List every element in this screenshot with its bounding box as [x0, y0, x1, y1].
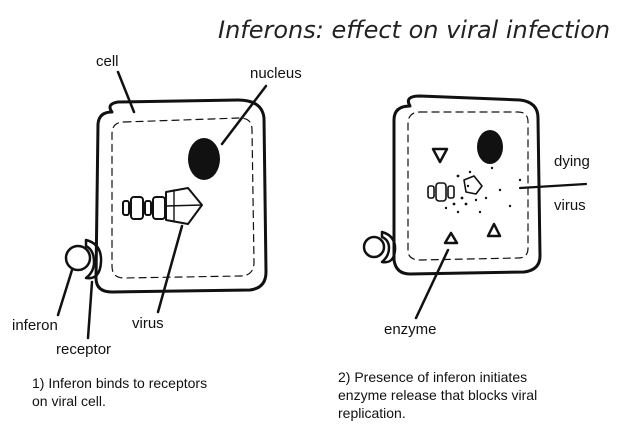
- caption-2-line-2: enzyme release that blocks viral: [338, 387, 537, 403]
- leader-dying-virus: [520, 184, 586, 188]
- virus-body: [123, 188, 202, 224]
- leader-nucleus: [222, 86, 266, 144]
- label-inferon: inferon: [12, 317, 58, 334]
- caption-1-line-1: 1) Inferon binds to receptors: [32, 375, 207, 391]
- nucleus-2: [477, 130, 503, 164]
- leader-receptor: [88, 282, 92, 338]
- panel-1: cell nucleus virus inferon receptor 1) I…: [12, 53, 302, 409]
- dying-virus-body: [428, 167, 521, 213]
- leader-virus: [158, 226, 182, 312]
- enzyme-triangle: [433, 149, 447, 162]
- label-virus-2: virus: [554, 197, 586, 214]
- label-cell: cell: [96, 53, 119, 70]
- receptor: [86, 240, 101, 278]
- leader-inferon: [58, 270, 72, 315]
- cell-2-membrane: [394, 96, 540, 274]
- nucleus: [188, 138, 220, 180]
- caption-1-line-2: on viral cell.: [32, 393, 106, 409]
- enzyme-triangle: [488, 224, 500, 236]
- inferon: [66, 246, 90, 270]
- cell-membrane: [96, 100, 266, 292]
- leader-cell: [118, 72, 134, 112]
- caption-2-line-3: replication.: [338, 405, 406, 421]
- panel-2: dying virus enzyme 2) Presence of infero…: [338, 96, 590, 421]
- caption-2-line-1: 2) Presence of inferon initiates: [338, 369, 527, 385]
- diagram-title: Inferons: effect on viral infection: [218, 16, 610, 44]
- label-nucleus: nucleus: [250, 65, 302, 82]
- label-enzyme: enzyme: [384, 321, 437, 338]
- label-virus: virus: [132, 315, 164, 332]
- inferon-2: [364, 237, 384, 257]
- label-receptor: receptor: [56, 341, 111, 358]
- enzyme-triangle: [445, 233, 457, 243]
- label-dying: dying: [554, 153, 590, 170]
